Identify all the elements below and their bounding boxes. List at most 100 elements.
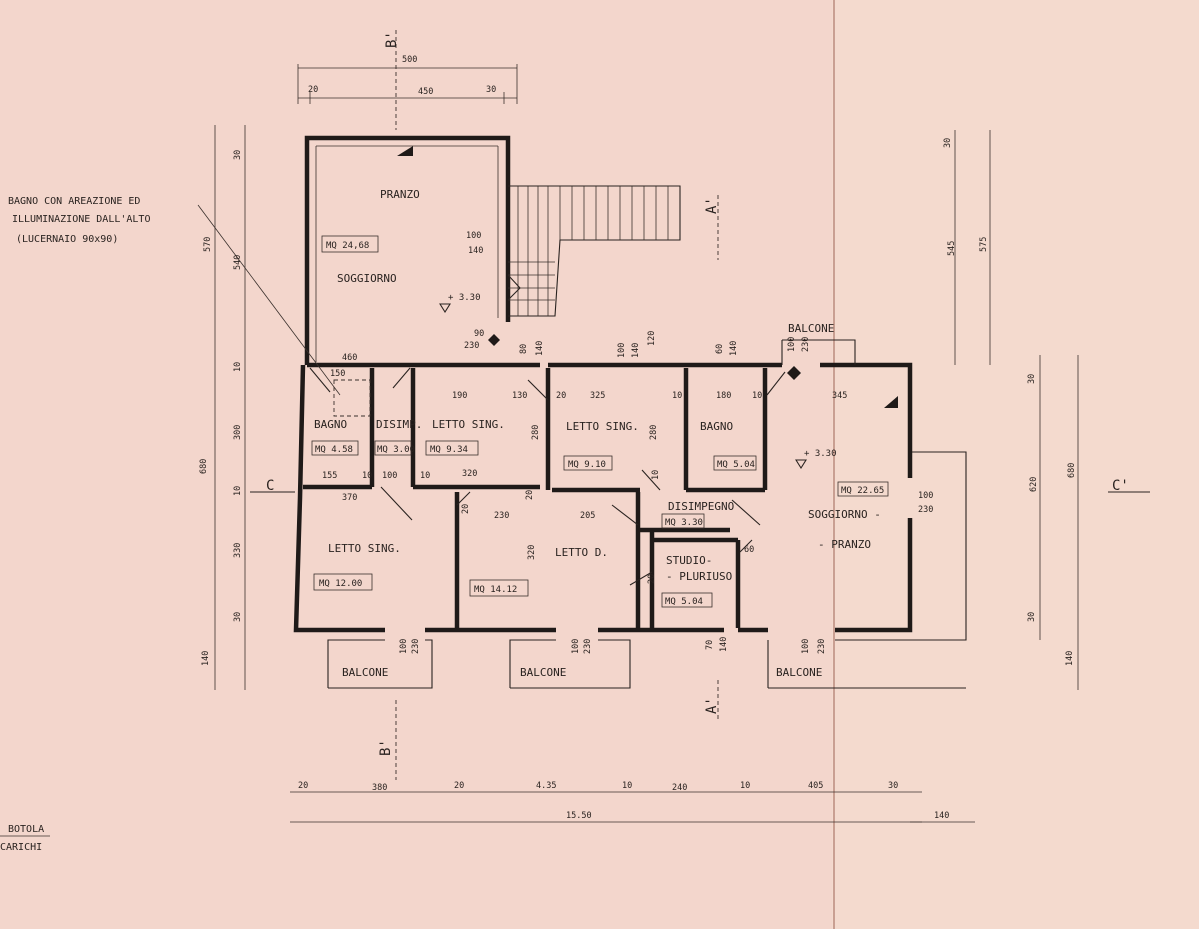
dim-right-30: 30 (943, 138, 953, 148)
dim-in-190: 190 (452, 391, 467, 401)
area-bagno-e: MQ 5.04 (717, 460, 755, 470)
paper-fold-shade (832, 0, 1199, 929)
dim-in-10b: 10 (420, 471, 430, 481)
dim-w-100g: 100 (801, 639, 811, 654)
area-letto-sing-1: MQ 9.34 (430, 445, 468, 455)
dim-w-140e: 140 (719, 637, 729, 652)
dim-b6: 240 (672, 783, 687, 793)
area-disimp-w: MQ 3.00 (377, 445, 415, 455)
dim-b7: 10 (740, 781, 750, 791)
dim-w-90: 90 (474, 329, 484, 339)
dim-in-320: 320 (462, 469, 477, 479)
section-label-a-bottom: A' (704, 697, 720, 714)
dim-left-30: 30 (233, 150, 243, 160)
dim-right-680: 680 (1067, 463, 1077, 478)
dim-in-10a: 10 (362, 471, 372, 481)
dimension-lines (214, 64, 1079, 823)
dim-right-140: 140 (1065, 651, 1075, 666)
dim-in-180: 180 (716, 391, 731, 401)
dim-in-280a: 280 (531, 425, 541, 440)
room-disimp-w: DISIMP. (376, 418, 422, 431)
dim-w-230: 230 (464, 341, 479, 351)
dim-b8: 405 (808, 781, 823, 791)
section-label-c-left: C (266, 478, 274, 494)
dim-b9: 30 (888, 781, 898, 791)
dim-top-left: 20 (308, 85, 318, 95)
dim-right-30c: 30 (1027, 612, 1037, 622)
dim-top-right: 30 (486, 85, 496, 95)
flue-markers (397, 146, 898, 408)
dim-in-370: 370 (342, 493, 357, 503)
dim-in-130: 130 (512, 391, 527, 401)
room-letto-sing-3: LETTO SING. (328, 542, 401, 555)
dim-b2: 380 (372, 783, 387, 793)
area-soggiorno-pranzo: MQ 22.65 (841, 486, 884, 496)
section-label-a-top: A' (704, 197, 720, 214)
dim-b1: 20 (298, 781, 308, 791)
level-mark-pranzo (439, 303, 451, 314)
room-soggiorno: SOGGIORNO (337, 272, 397, 285)
dim-w-230c: 230 (918, 505, 933, 515)
section-label-b-top: B' (384, 31, 400, 48)
room-soggiorno-pranzo-1: SOGGIORNO - (808, 508, 881, 521)
dim-b5: 10 (622, 781, 632, 791)
dim-w-230f: 230 (817, 639, 827, 654)
dim-in-345: 345 (832, 391, 847, 401)
area-boxes (311, 235, 889, 608)
dim-w-60: 60 (715, 344, 725, 354)
dim-w-100-140: 100 (466, 231, 481, 241)
room-disimpegno: DISIMPEGNO (668, 500, 734, 513)
dim-in-60: 60 (744, 545, 754, 555)
skylight-outline (333, 379, 371, 417)
area-letto-d: MQ 14.12 (474, 585, 517, 595)
room-studio-2: - PLURIUSO (666, 570, 732, 583)
dim-w-100f: 100 (571, 639, 581, 654)
room-balcone-s3: BALCONE (776, 666, 822, 679)
dim-in-230a: 230 (494, 511, 509, 521)
dim-in-150: 150 (330, 369, 345, 379)
level-pranzo: + 3.30 (448, 293, 481, 303)
dim-w-230b: 230 (801, 337, 811, 352)
dim-left-140: 140 (201, 651, 211, 666)
dim-bottom-total: 15.50 (566, 811, 592, 821)
door-swings (309, 367, 786, 586)
note-botola-line2: CARICHI (0, 842, 42, 853)
dim-w-140: 140 (468, 246, 483, 256)
dim-top-mid: 450 (418, 87, 433, 97)
dim-b4: 4.35 (536, 781, 556, 791)
dim-w-140c: 140 (631, 343, 641, 358)
dim-right-620: 620 (1029, 477, 1039, 492)
dim-in-100a: 100 (382, 471, 397, 481)
level-mark-soggiorno (795, 459, 807, 470)
dim-in-10e: 10 (651, 470, 661, 480)
note-bagno-line3: (LUCERNAIO 90x90) (16, 234, 118, 245)
dim-left-540: 540 (233, 255, 243, 270)
area-disimpegno: MQ 3.30 (665, 518, 703, 528)
dim-w-100d: 100 (918, 491, 933, 501)
room-pranzo: PRANZO (380, 188, 420, 201)
dim-w-100c: 100 (787, 337, 797, 352)
room-bagno-w: BAGNO (314, 418, 347, 431)
area-letto-sing-2: MQ 9.10 (568, 460, 606, 470)
area-letto-sing-3: MQ 12.00 (319, 579, 362, 589)
note-bagno-line2: ILLUMINAZIONE DALL'ALTO (12, 214, 150, 225)
dim-in-20d: 20 (647, 574, 657, 584)
dim-in-320b: 320 (527, 545, 537, 560)
dim-right-30b: 30 (1027, 374, 1037, 384)
balconies (327, 339, 967, 689)
dim-left-30b: 30 (233, 612, 243, 622)
dim-w-70: 70 (705, 640, 715, 650)
dim-top-total: 500 (402, 55, 417, 65)
area-bagno-w: MQ 4.58 (315, 445, 353, 455)
room-letto-sing-1: LETTO SING. (432, 418, 505, 431)
stairs (507, 185, 681, 317)
walls (293, 135, 913, 633)
dim-in-325: 325 (590, 391, 605, 401)
room-balcone-s2: BALCONE (520, 666, 566, 679)
note-botola-line1: BOTOLA (8, 824, 44, 835)
dim-w-120: 120 (647, 331, 657, 346)
dim-in-460: 460 (342, 353, 357, 363)
dim-right-575: 575 (979, 237, 989, 252)
dim-in-280b: 280 (649, 425, 659, 440)
dim-in-20b: 20 (525, 490, 535, 500)
